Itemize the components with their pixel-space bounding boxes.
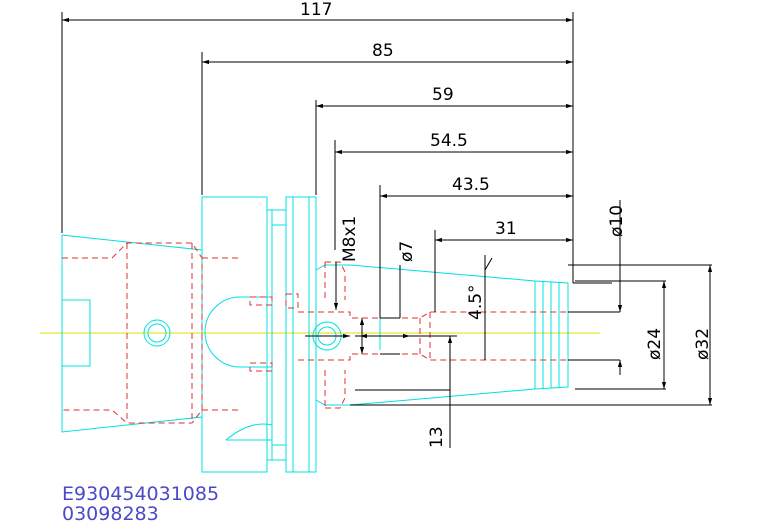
dim-13: 13 [427, 426, 447, 448]
dimension-lines [61, 12, 713, 448]
part-code-1: E930454031085 [62, 483, 219, 505]
dim-117: 117 [300, 0, 332, 20]
dim-dia10: ø10 [607, 205, 627, 237]
dim-dia7: ø7 [397, 241, 417, 262]
dim-dia24: ø24 [645, 328, 665, 360]
part-outline [61, 196, 569, 473]
dim-thread: M8x1 [340, 216, 360, 262]
dim-43-5: 43.5 [452, 175, 490, 195]
dim-54-5: 54.5 [430, 131, 468, 151]
dim-angle: 4.5° [466, 284, 486, 320]
dim-31: 31 [495, 219, 517, 239]
dim-dia32: ø32 [693, 328, 713, 360]
dim-59: 59 [432, 85, 454, 105]
dim-85: 85 [372, 41, 394, 61]
part-code-2: 03098283 [62, 503, 159, 523]
